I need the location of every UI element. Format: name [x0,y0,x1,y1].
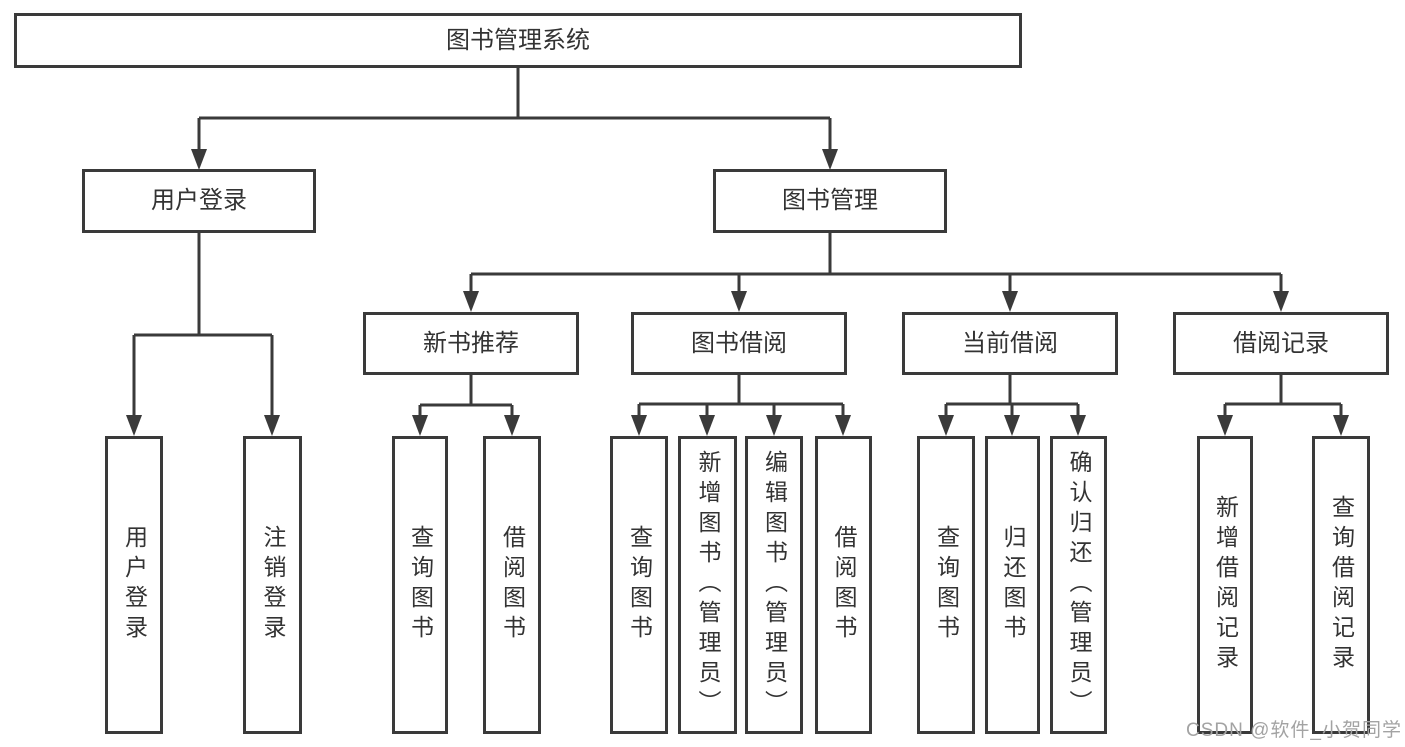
node-new-book-recommend: 新书推荐 [363,312,579,375]
leaf-query-book-borrow: 查询图书 [610,436,668,734]
leaf-query-borrow-record: 查询借阅记录 [1312,436,1370,734]
leaf-add-book-admin: 新增图书（管理员） [678,436,737,734]
node-label: 图书借阅 [691,329,787,357]
arrowhead-icon [938,415,954,436]
node-borrow-record: 借阅记录 [1173,312,1389,375]
leaf-borrow-book-recommend: 借阅图书 [483,436,541,734]
node-label: 查询图书 [626,525,653,645]
arrowhead-icon [191,149,207,170]
connector-borrow-record-children [1223,375,1343,418]
node-label: 借阅记录 [1233,329,1329,357]
arrowhead-icon [1004,415,1020,436]
node-label: 查询图书 [407,525,434,645]
node-label: 归还图书 [1000,525,1026,645]
arrowhead-icon [731,291,747,312]
node-label: 用户登录 [151,187,247,214]
node-label: 借阅图书 [499,525,526,645]
arrowhead-icon [766,415,782,436]
arrowhead-icon [1273,291,1289,312]
node-current-borrow: 当前借阅 [902,312,1118,375]
leaf-return-book: 归还图书 [985,436,1040,734]
leaf-borrow-book: 借阅图书 [815,436,872,734]
node-library-system: 图书管理系统 [14,13,1022,68]
node-label: 查询借阅记录 [1328,495,1355,675]
node-label: 图书管理系统 [446,26,590,54]
node-user-login: 用户登录 [82,169,316,233]
arrowhead-icon [699,415,715,436]
node-label: 查询图书 [933,525,960,645]
leaf-query-book-current: 查询图书 [917,436,975,734]
arrowhead-icon [835,415,851,436]
arrowhead-icon [463,291,479,312]
node-label: 确认归还（管理员） [1066,450,1092,720]
leaf-user-login: 用户登录 [105,436,163,734]
arrowhead-icon [822,149,838,170]
node-label: 编辑图书（管理员） [761,450,788,720]
connector-user-login-children [132,232,274,418]
arrowhead-icon [1333,415,1349,436]
node-label: 用户登录 [121,525,148,645]
node-label: 新增借阅记录 [1212,495,1239,675]
arrowhead-icon [1070,415,1086,436]
node-book-management: 图书管理 [713,169,947,233]
node-label: 当前借阅 [962,329,1058,357]
arrowhead-icon [264,415,280,436]
arrowhead-icon [412,415,428,436]
node-label: 新增图书（管理员） [695,450,721,720]
connector-root-to-level2 [197,68,832,152]
arrowhead-icon [1002,291,1018,312]
node-label: 图书管理 [782,187,878,214]
arrowhead-icon [1217,415,1233,436]
leaf-edit-book-admin: 编辑图书（管理员） [745,436,803,734]
connector-new-book-children [418,375,514,418]
node-label: 注销登录 [260,525,286,645]
arrowhead-icon [631,415,647,436]
node-label: 新书推荐 [423,329,519,357]
connector-current-borrow-children [944,375,1080,418]
arrowhead-icon [126,415,142,436]
leaf-add-borrow-record: 新增借阅记录 [1197,436,1253,734]
node-label: 借阅图书 [831,525,857,645]
connector-book-mgmt-children [469,232,1283,294]
watermark: CSDN @软件_小贺同学 [1186,720,1402,741]
leaf-query-book-recommend: 查询图书 [392,436,448,734]
arrowhead-icon [504,415,520,436]
leaf-confirm-return-admin: 确认归还（管理员） [1050,436,1107,734]
leaf-logout: 注销登录 [243,436,302,734]
connector-book-borrow-children [637,375,845,418]
node-book-borrow: 图书借阅 [631,312,847,375]
